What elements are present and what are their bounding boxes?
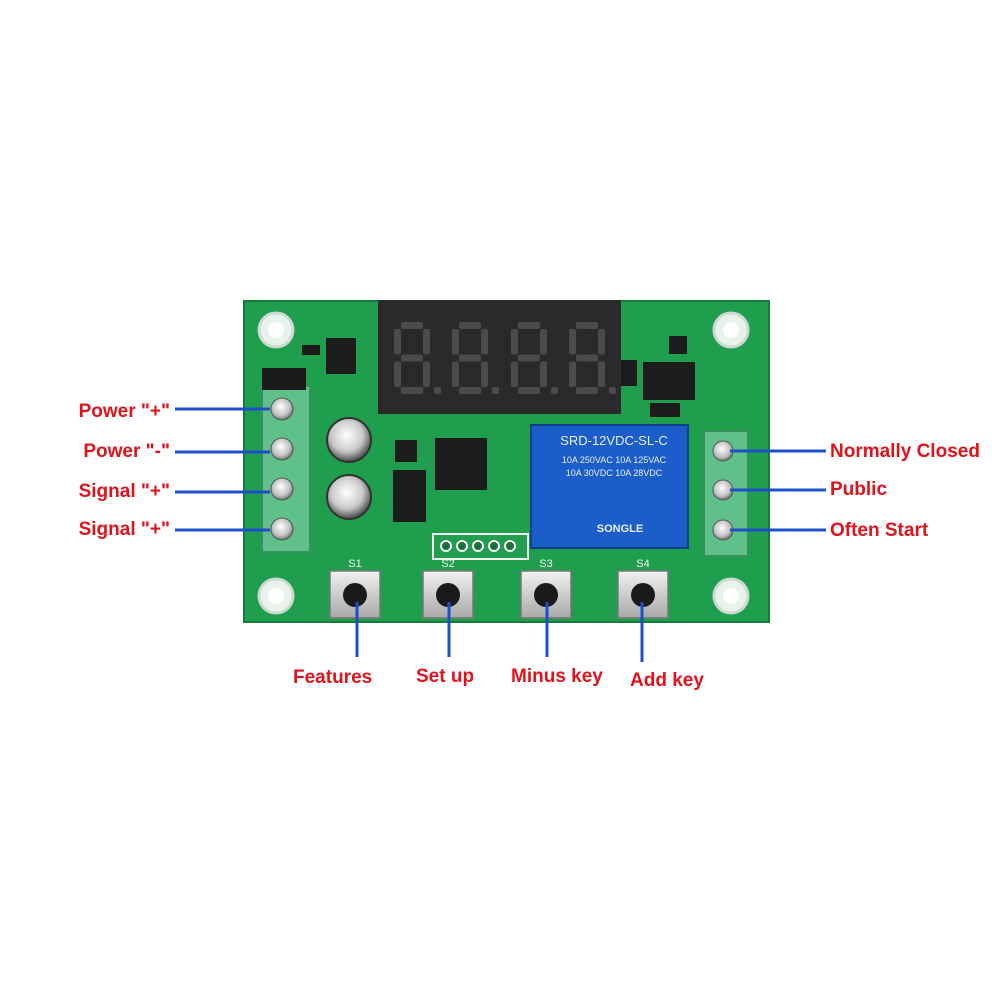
mounting-holes bbox=[257, 311, 750, 615]
button-silk-label: S4 bbox=[636, 558, 649, 570]
display-digit bbox=[511, 322, 558, 394]
display-digit bbox=[394, 322, 441, 394]
seven-segment-display bbox=[378, 300, 621, 414]
ic-components bbox=[302, 336, 695, 560]
add-key-label: Add key bbox=[630, 670, 704, 691]
minus-key-label: Minus key bbox=[511, 666, 603, 687]
svg-text:10A 250VAC 10A 125VAC: 10A 250VAC 10A 125VAC bbox=[562, 455, 667, 465]
push-button-1: S1 bbox=[329, 558, 381, 619]
relay: SRD-12VDC-SL-C 10A 250VAC 10A 125VAC 10A… bbox=[530, 424, 689, 549]
display-digit bbox=[452, 322, 499, 394]
svg-text:10A 30VDC 10A 28VDC: 10A 30VDC 10A 28VDC bbox=[566, 468, 663, 478]
often-start-label: Often Start bbox=[830, 520, 929, 541]
button-silk-label: S3 bbox=[539, 558, 552, 570]
display-digit bbox=[569, 322, 616, 394]
power-plus-label: Power "+" bbox=[78, 401, 170, 422]
signal-plus-label: Signal "+" bbox=[78, 481, 170, 502]
signal-plus-label-2: Signal "+" bbox=[78, 519, 170, 540]
input-terminal-block bbox=[261, 368, 311, 553]
leader-lines bbox=[175, 407, 826, 662]
svg-text:SRD-12VDC-SL-C: SRD-12VDC-SL-C bbox=[560, 433, 668, 448]
power-minus-label: Power "-" bbox=[83, 441, 170, 462]
set-up-label: Set up bbox=[416, 666, 475, 687]
normally-closed-label: Normally Closed bbox=[830, 441, 980, 462]
button-silk-label: S1 bbox=[348, 558, 361, 570]
button-silk-label: S2 bbox=[441, 558, 454, 570]
output-terminal-block bbox=[703, 430, 749, 557]
push-button-2: S2 bbox=[422, 558, 474, 619]
capacitors bbox=[326, 417, 372, 520]
svg-text:SONGLE: SONGLE bbox=[597, 523, 643, 535]
public-label: Public bbox=[830, 479, 888, 500]
features-label: Features bbox=[293, 667, 373, 688]
